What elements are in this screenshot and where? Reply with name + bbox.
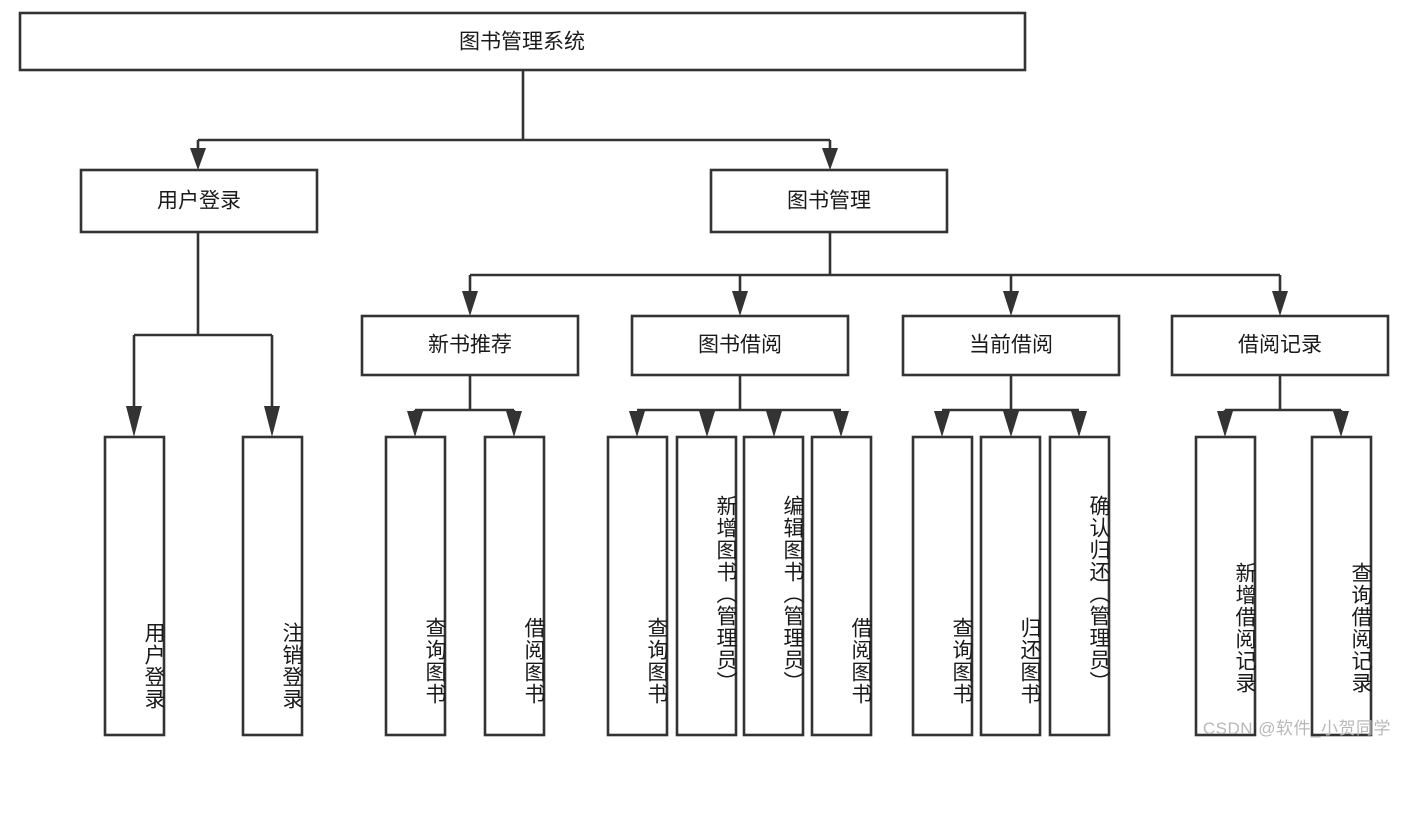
arrow-head-leaf-return-book (1003, 411, 1019, 437)
node-leaf-confirm-return-box[interactable] (1048, 435, 1111, 737)
node-new-book-recommend[interactable]: 新书推荐 (360, 314, 580, 377)
node-root-box[interactable] (18, 11, 1027, 72)
leaf-boxes (103, 435, 1373, 737)
arrow-head-leaf-add-book (699, 411, 715, 437)
node-user-login[interactable]: 用户登录 (79, 168, 319, 234)
arrow-head-leaf-edit-book (766, 411, 782, 437)
arrow-head-user-login (190, 148, 206, 170)
node-book-manage-label: 图书管理 (787, 190, 871, 213)
arrow-head-current-borrow (1003, 291, 1019, 316)
csdn-watermark: CSDN @软件_小贺同学 (1202, 719, 1391, 738)
node-root[interactable]: 图书管理系统 (18, 11, 1027, 72)
node-borrow-record-label: 借阅记录 (1238, 334, 1322, 357)
arrow-head-leaf-borrow-book-2 (833, 411, 849, 437)
node-book-borrow-label: 图书借阅 (698, 334, 782, 357)
node-leaf-user-login-box[interactable] (103, 435, 166, 737)
flowchart-svg: 图书管理系统 用户登录 图书管理 新书推荐 图书借阅 当前借阅 借阅记录 (18, 11, 1390, 737)
node-user-login-label: 用户登录 (157, 190, 241, 213)
node-leaf-query-record-box[interactable] (1310, 435, 1373, 737)
node-user-login-box[interactable] (79, 168, 319, 234)
arrow-head-leaf-user-login (126, 406, 142, 437)
node-book-manage[interactable]: 图书管理 (709, 168, 949, 234)
node-current-borrow-label: 当前借阅 (969, 334, 1053, 357)
arrow-head-borrow-record (1272, 291, 1288, 316)
node-new-book-recommend-label: 新书推荐 (428, 334, 512, 357)
node-leaf-query-book-2-box[interactable] (606, 435, 669, 737)
node-new-book-recommend-box[interactable] (360, 314, 580, 377)
arrow-head-book-borrow (732, 291, 748, 316)
node-root-label: 图书管理系统 (459, 31, 585, 54)
arrow-head-book-manage (822, 148, 838, 170)
arrow-head-new-book-recommend (462, 291, 478, 316)
node-borrow-record[interactable]: 借阅记录 (1170, 314, 1390, 377)
node-book-borrow[interactable]: 图书借阅 (630, 314, 850, 377)
node-leaf-logout-box[interactable] (241, 435, 304, 737)
node-leaf-borrow-book-2-box[interactable] (810, 435, 873, 737)
arrow-head-leaf-add-record (1217, 411, 1233, 437)
flowchart-canvas: 图书管理系统 用户登录 图书管理 新书推荐 图书借阅 当前借阅 借阅记录 (18, 11, 1391, 738)
node-book-manage-box[interactable] (709, 168, 949, 234)
arrow-head-leaf-query-book-3 (934, 411, 950, 437)
arrow-head-leaf-confirm-return (1071, 411, 1087, 437)
node-leaf-query-book-1-box[interactable] (384, 435, 447, 737)
arrow-head-leaf-borrow-book-1 (506, 411, 522, 437)
arrow-head-leaf-logout (264, 406, 280, 437)
arrow-head-leaf-query-record (1333, 411, 1349, 437)
node-leaf-edit-book-box[interactable] (742, 435, 805, 737)
arrow-head-leaf-query-book-2 (629, 411, 645, 437)
arrow-head-leaf-query-book-1 (407, 411, 423, 437)
node-leaf-add-record-box[interactable] (1194, 435, 1257, 737)
node-current-borrow-box[interactable] (901, 314, 1121, 377)
node-leaf-borrow-book-1-box[interactable] (483, 435, 546, 737)
node-leaf-return-book-box[interactable] (979, 435, 1042, 737)
node-current-borrow[interactable]: 当前借阅 (901, 314, 1121, 377)
node-leaf-add-book-box[interactable] (675, 435, 738, 737)
connectors (126, 70, 1349, 437)
node-leaf-query-book-3-box[interactable] (911, 435, 974, 737)
node-book-borrow-box[interactable] (630, 314, 850, 377)
node-borrow-record-box[interactable] (1170, 314, 1390, 377)
